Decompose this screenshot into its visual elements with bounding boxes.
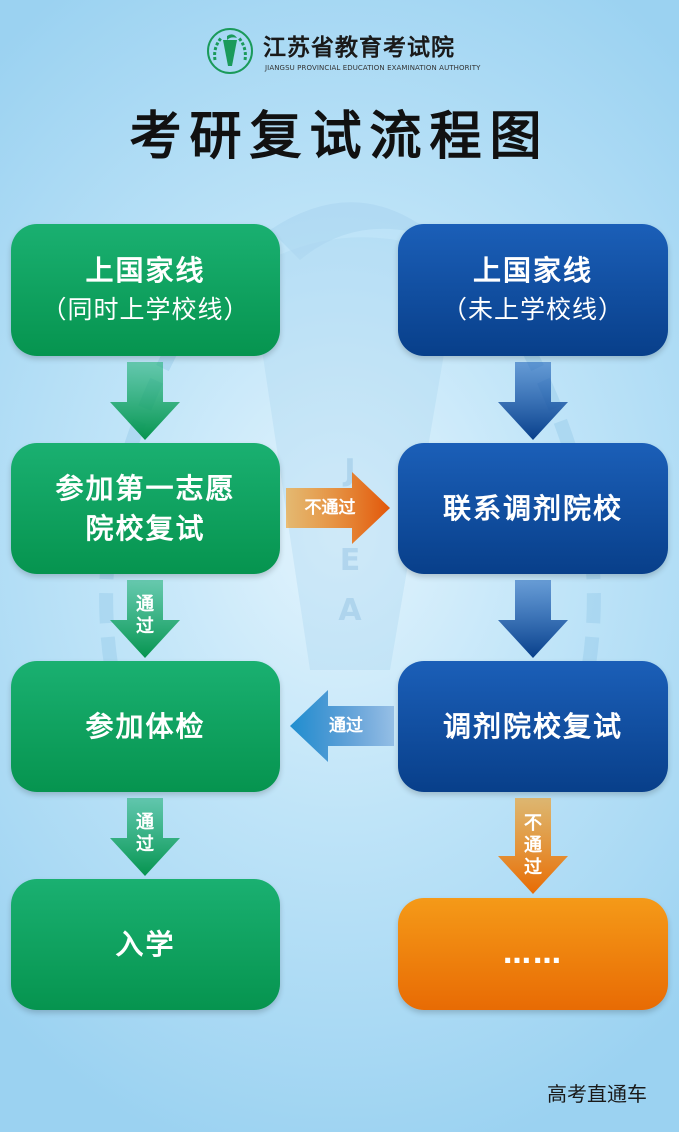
node-subtitle: （未上学校线） bbox=[441, 295, 624, 324]
arrow-label-pass: 通过 bbox=[136, 812, 154, 855]
arrow-right-icon bbox=[286, 472, 390, 544]
org-name: 江苏省教育考试院 bbox=[263, 35, 455, 61]
node-national-line-no-school-line: 上国家线 （未上学校线） bbox=[398, 224, 668, 356]
node-national-line-school-line: 上国家线 （同时上学校线） bbox=[11, 224, 280, 356]
node-contact-adjust-schools: 联系调剂院校 bbox=[398, 443, 668, 574]
arrow-down-icon bbox=[498, 798, 568, 894]
arrow-label-fail: 不通过 bbox=[304, 498, 356, 518]
node-title: 调剂院校复试 bbox=[442, 709, 623, 743]
watermark-letter-a: A bbox=[338, 593, 362, 628]
org-name-en: JIANGSU PROVINCIAL EDUCATION EXAMINATION… bbox=[265, 64, 481, 72]
arrow-left-icon bbox=[290, 690, 394, 762]
footer-credit: 高考直通车 bbox=[547, 1082, 647, 1106]
node-title-line2: 院校复试 bbox=[85, 511, 206, 545]
node-other: …… bbox=[398, 898, 668, 1010]
node-title: 上国家线 bbox=[85, 254, 206, 287]
arrow-down-icon bbox=[110, 798, 180, 876]
org-emblem-icon bbox=[207, 28, 253, 74]
node-title: 参加体检 bbox=[85, 709, 206, 743]
node-subtitle: （同时上学校线） bbox=[41, 295, 250, 324]
node-adjust-retest: 调剂院校复试 bbox=[398, 661, 668, 792]
node-physical-exam: 参加体检 bbox=[11, 661, 280, 792]
watermark-letter-e: E bbox=[340, 543, 361, 578]
arrow-label-fail: 不通过 bbox=[524, 813, 542, 878]
arrow-down-icon bbox=[498, 580, 568, 658]
arrow-down-icon bbox=[498, 362, 568, 440]
node-title: 入学 bbox=[115, 927, 176, 961]
arrow-down-icon bbox=[110, 580, 180, 658]
arrow-down-icon bbox=[110, 362, 180, 440]
node-title: 上国家线 bbox=[472, 254, 593, 287]
arrow-label-pass: 通过 bbox=[136, 594, 154, 637]
node-enrollment: 入学 bbox=[11, 879, 280, 1010]
node-title: 联系调剂院校 bbox=[442, 491, 623, 525]
org-logo: 江苏省教育考试院 JIANGSU PROVINCIAL EDUCATION EX… bbox=[205, 26, 480, 82]
node-first-choice-retest: 参加第一志愿 院校复试 bbox=[11, 443, 280, 574]
page-title: 考研复试流程图 bbox=[129, 107, 550, 167]
node-title: 参加第一志愿 bbox=[55, 471, 236, 505]
arrow-label-pass: 通过 bbox=[329, 716, 363, 736]
node-title: …… bbox=[503, 937, 563, 970]
